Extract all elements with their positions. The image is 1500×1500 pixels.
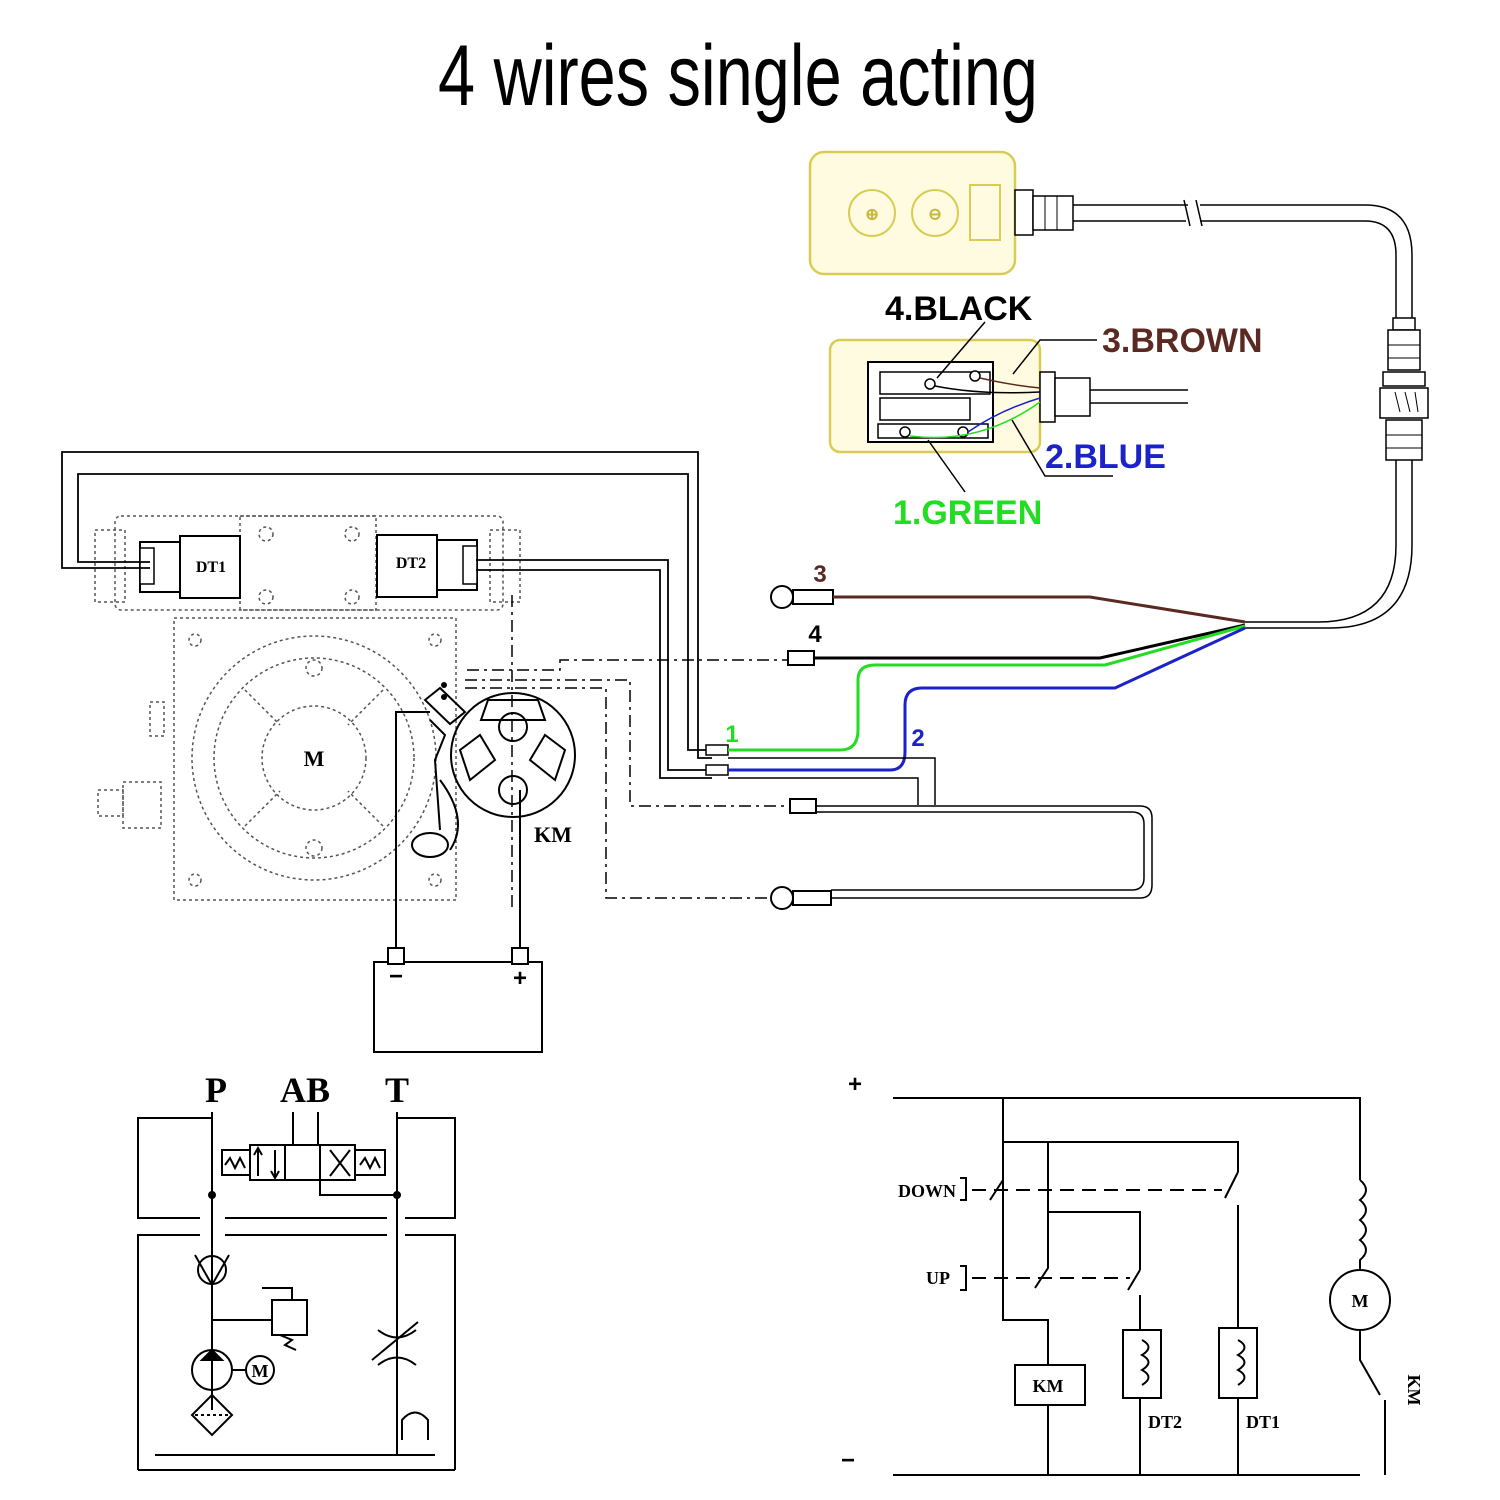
svg-text:⊖: ⊖ xyxy=(927,204,942,224)
schematic-vertical-label: KM xyxy=(1404,1375,1424,1406)
diagram-title: 4 wires single acting xyxy=(438,28,1038,124)
schematic-minus: − xyxy=(841,1447,855,1474)
schematic-dt1: DT1 xyxy=(1246,1412,1280,1432)
wire-number-1: 1 xyxy=(725,721,738,748)
hydraulic-motor-label: M xyxy=(252,1361,269,1381)
dt-wiring xyxy=(61,451,712,779)
schematic-km: KM xyxy=(1033,1376,1064,1396)
schematic-down: DOWN xyxy=(898,1181,956,1201)
port-b: B xyxy=(306,1070,330,1110)
electrical-schematic xyxy=(893,1097,1391,1476)
wire-number-3: 3 xyxy=(813,561,826,588)
label-motor: M xyxy=(304,746,325,771)
schematic-dt2: DT2 xyxy=(1148,1412,1182,1432)
port-p: P xyxy=(205,1070,227,1110)
label-brown: 3.BROWN xyxy=(1102,322,1263,360)
schematic-plus: + xyxy=(848,1071,862,1098)
battery xyxy=(373,711,543,1053)
schematic-motor: M xyxy=(1352,1291,1369,1311)
port-a: A xyxy=(280,1070,306,1110)
colored-wires xyxy=(728,595,1246,772)
label-black: 4.BLACK xyxy=(885,290,1033,328)
battery-minus: − xyxy=(389,963,403,990)
terminals xyxy=(705,585,834,910)
label-km: KM xyxy=(534,822,572,847)
label-dt2: DT2 xyxy=(396,555,426,572)
label-blue: 2.BLUE xyxy=(1045,438,1166,476)
switch-box xyxy=(828,321,1188,493)
dt2-coil xyxy=(376,534,478,598)
hydraulic-schematic xyxy=(137,1112,456,1471)
wire-number-4: 4 xyxy=(808,621,822,648)
svg-text:⊕: ⊕ xyxy=(864,204,879,224)
battery-plus: + xyxy=(513,965,527,992)
cable-connector xyxy=(1245,317,1429,629)
wire-number-2: 2 xyxy=(911,725,924,752)
port-t: T xyxy=(385,1070,409,1110)
schematic-up: UP xyxy=(926,1268,950,1288)
remote-pendant: ⊕ ⊖ xyxy=(808,150,1413,320)
power-unit xyxy=(94,515,576,901)
internal-dashed-wiring xyxy=(465,595,790,910)
label-dt1: DT1 xyxy=(196,559,226,576)
extra-black-wires xyxy=(728,757,1153,899)
label-green: 1.GREEN xyxy=(893,494,1042,532)
dt1-coil xyxy=(139,535,241,599)
